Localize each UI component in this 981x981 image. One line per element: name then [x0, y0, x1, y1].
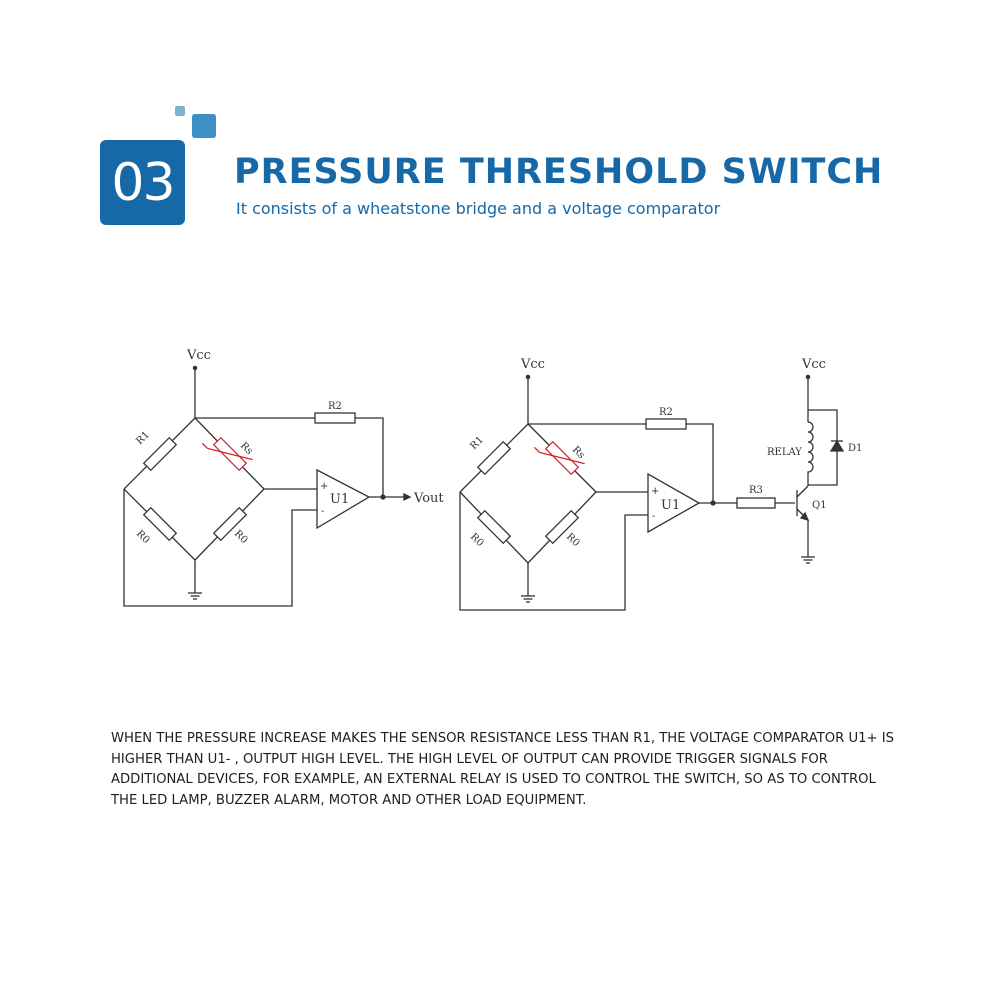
comparator-u1: [316, 468, 371, 530]
rs-label-right: Rs: [570, 444, 587, 461]
plus-label: +: [320, 481, 328, 492]
r2-resistor-right: [645, 418, 687, 430]
vcc2-label: Vcc: [801, 357, 826, 372]
section-number: 03: [111, 152, 175, 213]
r1-label: R1: [134, 430, 152, 448]
minus-label: -: [321, 506, 324, 517]
r1-label-right: R1: [468, 435, 486, 453]
r3-label: R3: [749, 485, 763, 496]
vcc-label-right: Vcc: [520, 357, 545, 372]
r3-resistor: [736, 497, 776, 509]
r0-left-resistor: [142, 506, 178, 542]
ground-symbol-right: [520, 595, 536, 603]
rs-sensor: [201, 436, 253, 472]
plus-label-right: +: [651, 486, 659, 497]
r1-resistor-right: [476, 440, 512, 476]
rs-label: Rs: [238, 440, 255, 457]
r2-resistor: [314, 412, 356, 424]
r0-left-label: R0: [134, 528, 152, 546]
description-text: WHEN THE PRESSURE INCREASE MAKES THE SEN…: [111, 731, 895, 808]
ground-symbol: [187, 592, 203, 600]
relay-coil: [807, 421, 814, 485]
r0-right-label: R0: [232, 528, 250, 546]
transistor-q1: [796, 485, 810, 522]
r2-label-right: R2: [659, 407, 673, 418]
r0-left-label-right: R0: [468, 531, 486, 549]
u1-label-right: U1: [661, 498, 680, 513]
bridge-comparator-circuit: Vcc R1 Rs R0 R0 U1 + -: [123, 348, 444, 607]
vcc-terminal-right: [525, 374, 531, 380]
r0-left-resistor-right: [476, 509, 512, 545]
vcc-terminal: [192, 365, 198, 371]
r2-wire: [195, 417, 384, 497]
r0-right-resistor: [212, 506, 248, 542]
rs-sensor-right: [533, 440, 585, 476]
r0-right-label-right: R0: [564, 531, 582, 549]
d1-label: D1: [848, 443, 862, 454]
u1-label: U1: [330, 492, 349, 507]
circuit-diagrams: Vcc R1 Rs R0 R0 U1 + -: [123, 348, 862, 611]
comparator-u1-right: [647, 472, 701, 534]
output-arrow: [403, 492, 412, 502]
q1-label: Q1: [812, 500, 827, 511]
relay-driver-circuit: Vcc R1 Rs R0 R0 U1 + - R2: [459, 357, 862, 611]
r1-resistor: [142, 436, 178, 472]
section-number-badge: 03: [100, 140, 185, 225]
output-node-right: [710, 500, 716, 506]
page-title: PRESSURE THRESHOLD SWITCH: [234, 152, 884, 192]
decorative-square-large: [192, 114, 216, 138]
feedback-loop-wire-right: [459, 492, 648, 611]
page-subtitle: It consists of a wheatstone bridge and a…: [236, 199, 721, 218]
vcc-label: Vcc: [186, 348, 211, 363]
vcc2-terminal: [805, 374, 811, 380]
diode-d1: [829, 439, 845, 452]
decorative-square-small: [175, 106, 185, 116]
r2-label: R2: [328, 401, 342, 412]
r2-wire-right: [528, 423, 714, 503]
r0-right-resistor-right: [544, 509, 580, 545]
minus-label-right: -: [652, 511, 655, 522]
ground-symbol-transistor: [800, 556, 816, 564]
vout-label: Vout: [413, 491, 444, 506]
feedback-loop-wire: [123, 489, 317, 607]
relay-label: RELAY: [767, 447, 802, 458]
